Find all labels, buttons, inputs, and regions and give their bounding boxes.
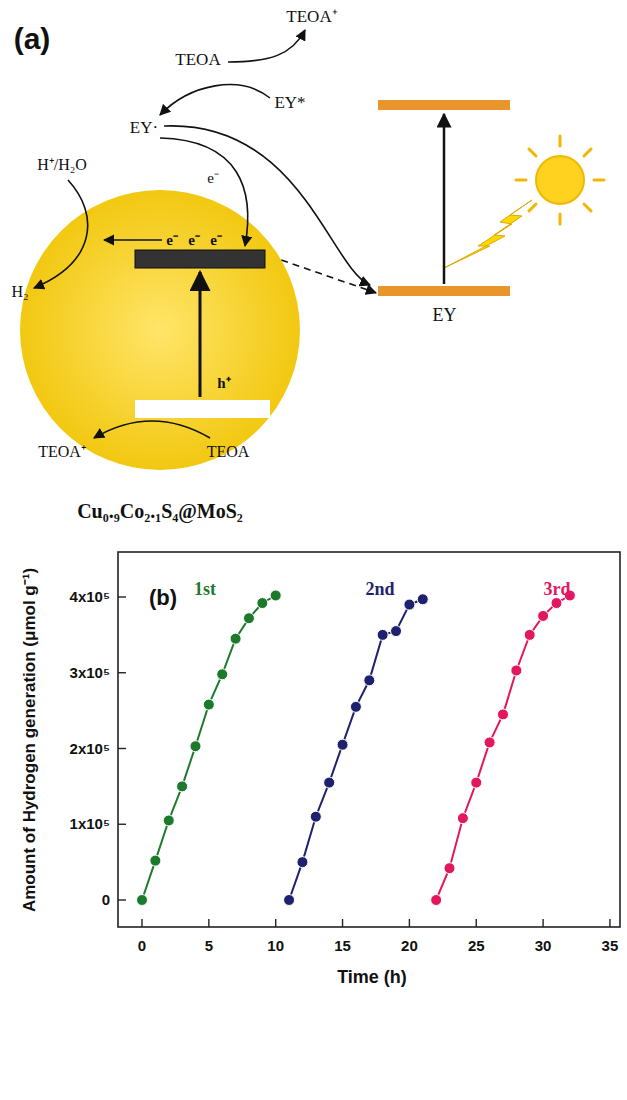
- species-label: EY*: [274, 94, 305, 113]
- x-tick: 25: [468, 938, 485, 955]
- data-point: [364, 675, 375, 686]
- data-point: [230, 633, 241, 644]
- data-point: [310, 811, 321, 822]
- data-point: [150, 855, 161, 866]
- panel-letter: (a): [14, 22, 51, 55]
- series-line: [289, 599, 423, 900]
- species-label: EY·: [130, 119, 158, 138]
- series-label: 1st: [194, 580, 216, 600]
- data-point: [324, 777, 335, 788]
- dye-name: EY: [433, 305, 457, 326]
- x-tick: 30: [535, 938, 552, 955]
- data-point: [511, 665, 522, 676]
- data-point: [551, 598, 562, 609]
- data-point: [497, 709, 508, 720]
- axis-title: Amount of Hydrogen generation (μmol g⁻¹): [21, 568, 40, 912]
- data-point: [243, 613, 254, 624]
- data-point: [377, 629, 388, 640]
- x-tick: 20: [401, 938, 418, 955]
- data-point: [190, 741, 201, 752]
- data-point: [337, 739, 348, 750]
- series-line: [142, 596, 276, 901]
- series-label: 3rd: [544, 580, 571, 600]
- series-label: 2nd: [365, 580, 394, 600]
- x-tick: 10: [267, 938, 284, 955]
- reduction-arrow: [160, 85, 270, 115]
- species-label: TEOA⁺: [38, 443, 86, 461]
- electron-label: e⁻: [188, 232, 200, 249]
- y-tick: 3x10⁵: [70, 665, 110, 682]
- data-point: [431, 895, 442, 906]
- dye-energy-levels-shape: [372, 95, 517, 300]
- axis-title: Time (h): [337, 968, 407, 988]
- electron-label: e⁻: [166, 232, 178, 249]
- species-label: H⁺/H₂O: [37, 156, 87, 174]
- data-point: [471, 777, 482, 788]
- data-point: [137, 895, 148, 906]
- data-point: [297, 857, 308, 868]
- x-tick: 5: [205, 938, 213, 955]
- y-tick: 2x10⁵: [70, 740, 110, 757]
- y-tick: 0: [102, 892, 110, 909]
- data-point: [457, 813, 468, 824]
- data-point: [350, 701, 361, 712]
- electron-label: e⁻: [210, 232, 222, 249]
- data-point: [404, 599, 415, 610]
- data-point: [203, 699, 214, 710]
- electron-label: e⁻: [207, 170, 219, 187]
- hole-label: h⁺: [217, 375, 230, 392]
- axis-ticks: [118, 597, 610, 927]
- photocatalyst-sphere: Cu₀.₉Co₂.₁S₄@MoS₂: [20, 190, 300, 470]
- species-label: TEOA: [175, 51, 220, 70]
- data-series: [137, 590, 576, 906]
- series-line: [436, 596, 570, 901]
- data-point: [217, 669, 228, 680]
- material-name: Cu₀.₉Co₂.₁S₄@MoS₂: [77, 500, 243, 523]
- data-point: [444, 863, 455, 874]
- data-point: [538, 610, 549, 621]
- dye-energy-levels: EY: [372, 95, 517, 300]
- species-label: TEOA⁺: [286, 8, 337, 27]
- data-point: [524, 629, 535, 640]
- x-tick: 35: [602, 938, 619, 955]
- oxidation-arrow: [228, 30, 305, 62]
- photocatalyst-sphere-shape: [20, 190, 300, 470]
- x-tick: 0: [138, 938, 146, 955]
- species-label: TEOA: [207, 443, 250, 461]
- lightning-bolt: [444, 200, 532, 268]
- data-point: [391, 626, 402, 637]
- data-point: [270, 590, 281, 601]
- y-tick: 1x10⁵: [70, 816, 110, 833]
- panel-letter: (b): [149, 586, 177, 610]
- electron-transfer-connector: [281, 260, 376, 293]
- x-tick: 15: [334, 938, 351, 955]
- species-label: H₂: [11, 283, 28, 301]
- y-tick: 4x10⁵: [70, 589, 110, 606]
- data-point: [177, 781, 188, 792]
- data-point: [417, 594, 428, 605]
- plot-frame: [118, 552, 620, 927]
- data-point: [484, 737, 495, 748]
- data-point: [163, 815, 174, 826]
- sun-icon: [516, 136, 604, 224]
- data-point: [257, 598, 268, 609]
- data-point: [284, 895, 295, 906]
